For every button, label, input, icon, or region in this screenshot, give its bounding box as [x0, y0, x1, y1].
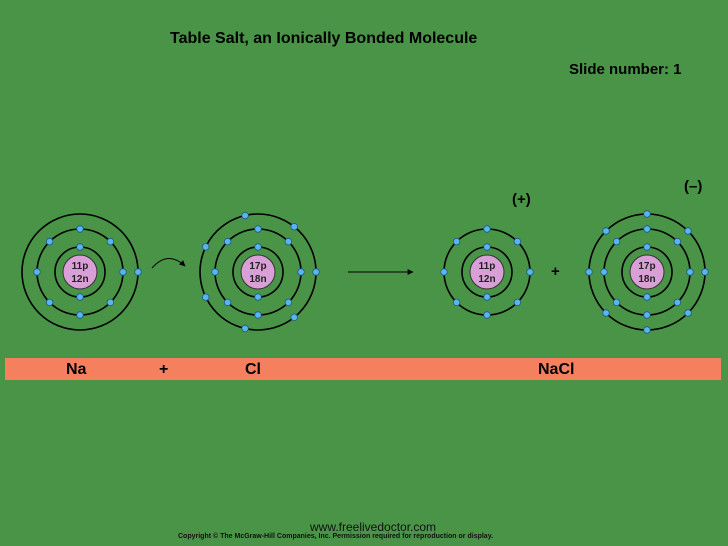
electron: [441, 269, 448, 276]
electron: [313, 269, 320, 276]
electron: [644, 294, 651, 301]
electron: [135, 269, 142, 276]
electron: [255, 226, 262, 233]
sodium-atom-protons: 11p: [72, 261, 89, 272]
electron: [484, 294, 491, 301]
negative-charge-label: (–): [684, 178, 702, 195]
electron: [613, 299, 620, 306]
electron: [484, 226, 491, 233]
electron: [77, 312, 84, 319]
electron: [453, 299, 460, 306]
copyright-notice: Copyright © The McGraw-Hill Companies, I…: [178, 533, 493, 540]
electron: [224, 299, 231, 306]
electron: [298, 269, 305, 276]
electron: [484, 244, 491, 251]
electron: [285, 238, 292, 245]
electron: [77, 294, 84, 301]
electron: [603, 228, 610, 235]
equation-band: [5, 358, 721, 380]
equation-reactant-na: Na: [66, 361, 86, 379]
electron: [644, 244, 651, 251]
chloride-ion-neutrons: 18n: [638, 274, 655, 285]
electron: [644, 226, 651, 233]
electron: [255, 244, 262, 251]
electron: [291, 223, 298, 230]
chlorine-atom-protons: 17p: [249, 261, 266, 272]
electron: [674, 238, 681, 245]
electron: [613, 238, 620, 245]
electron: [224, 238, 231, 245]
electron: [527, 269, 534, 276]
electron: [644, 211, 651, 218]
electron: [202, 244, 209, 251]
equation-product-nacl: NaCl: [538, 361, 574, 379]
electron: [107, 238, 114, 245]
sodium-ion-neutrons: 12n: [478, 274, 495, 285]
electron: [644, 327, 651, 334]
electron: [674, 299, 681, 306]
electron: [120, 269, 127, 276]
chlorine-atom-neutrons: 18n: [249, 274, 266, 285]
electron: [484, 312, 491, 319]
website-url: www.freelivedoctor.com: [310, 520, 436, 534]
sodium-atom-neutrons: 12n: [71, 274, 88, 285]
positive-charge-label: (+): [512, 191, 531, 208]
slide-number: Slide number: 1: [569, 61, 682, 78]
electron: [255, 312, 262, 319]
electron: [107, 299, 114, 306]
electron: [702, 269, 709, 276]
electron: [77, 226, 84, 233]
electron: [34, 269, 41, 276]
electron: [453, 238, 460, 245]
sodium-ion-protons: 11p: [479, 261, 496, 272]
electron: [255, 294, 262, 301]
chloride-ion-protons: 17p: [638, 261, 655, 272]
electron-transfer-arrow: [152, 258, 185, 268]
ion-plus-sign: +: [551, 263, 560, 280]
electron: [586, 269, 593, 276]
electron: [514, 299, 521, 306]
electron: [644, 312, 651, 319]
electron: [212, 269, 219, 276]
electron: [77, 244, 84, 251]
electron: [242, 325, 249, 332]
electron: [291, 314, 298, 321]
equation-plus: +: [159, 361, 168, 379]
electron: [601, 269, 608, 276]
electron: [603, 310, 610, 317]
electron: [242, 212, 249, 219]
electron: [514, 238, 521, 245]
electron: [46, 299, 53, 306]
electron: [202, 294, 209, 301]
electron: [685, 228, 692, 235]
slide-title: Table Salt, an Ionically Bonded Molecule: [170, 30, 477, 48]
equation-reactant-cl: Cl: [245, 361, 261, 379]
electron: [46, 238, 53, 245]
electron: [685, 310, 692, 317]
electron: [285, 299, 292, 306]
electron: [687, 269, 694, 276]
